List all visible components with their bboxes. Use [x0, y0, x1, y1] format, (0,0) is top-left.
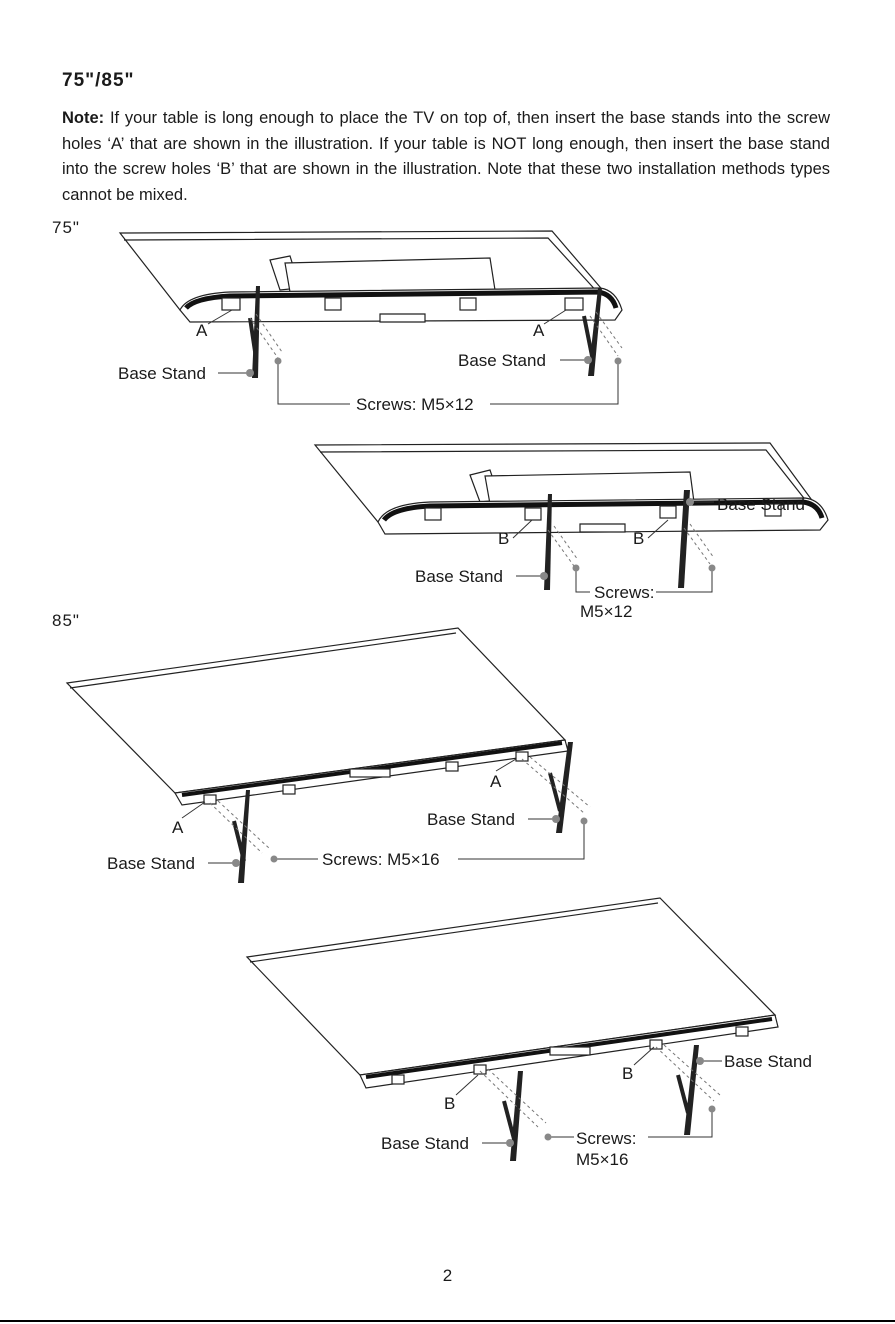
section-heading: 75"/85"	[62, 70, 135, 92]
base-stand-label-left: Base Stand	[415, 567, 503, 586]
hole-label-b-right: B	[633, 529, 644, 548]
tv-illustration	[315, 443, 828, 534]
hole-label-a-left: A	[196, 321, 208, 340]
base-stand-label-left: Base Stand	[381, 1134, 469, 1153]
callout-dots	[246, 356, 622, 377]
base-stand-label-right: Base Stand	[717, 495, 805, 514]
base-stand-right-graphic	[678, 1045, 699, 1135]
screws-label-line1: Screws:	[594, 583, 654, 602]
hole-label-a-left: A	[172, 818, 184, 837]
base-stand-left-graphic	[504, 1071, 523, 1161]
note-text: If your table is long enough to place th…	[62, 109, 830, 204]
tv-illustration	[120, 231, 622, 322]
footer-rule	[0, 1320, 895, 1322]
hole-label-b-left: B	[444, 1094, 455, 1113]
hole-label-a-right: A	[533, 321, 545, 340]
figure-85-holes-a: A A Base Stand Base Stand Screws: M5×16	[0, 625, 895, 890]
hole-label-b-left: B	[498, 529, 509, 548]
base-stand-label-right: Base Stand	[427, 810, 515, 829]
page-number: 2	[0, 1266, 895, 1286]
screws-label: Screws: M5×12	[356, 395, 474, 414]
figure-75-holes-b: B B Base Stand Base Stand Screws: M5×12	[0, 440, 895, 620]
screws-label-line2: M5×16	[576, 1150, 628, 1169]
base-stand-label-left: Base Stand	[107, 854, 195, 873]
screws-label: Screws: M5×16	[322, 850, 440, 869]
base-stand-left-graphic	[234, 790, 250, 883]
screws-label-line1: Screws:	[576, 1129, 636, 1148]
hole-label-b-right: B	[622, 1064, 633, 1083]
hole-label-a-right: A	[490, 772, 502, 791]
base-stand-label-right: Base Stand	[458, 351, 546, 370]
note-label: Note:	[62, 109, 104, 127]
figure-85-holes-b: B B Base Stand Base Stand Screws: M5×16	[0, 895, 895, 1175]
base-stand-label-right: Base Stand	[724, 1052, 812, 1071]
screws-label-line2: M5×12	[580, 602, 632, 621]
figure-75-holes-a: A A Base Stand Base Stand Screws: M5×12	[0, 228, 895, 418]
installation-note: Note: If your table is long enough to pl…	[62, 106, 830, 208]
leader-lines	[208, 310, 618, 404]
base-stand-label-left: Base Stand	[118, 364, 206, 383]
